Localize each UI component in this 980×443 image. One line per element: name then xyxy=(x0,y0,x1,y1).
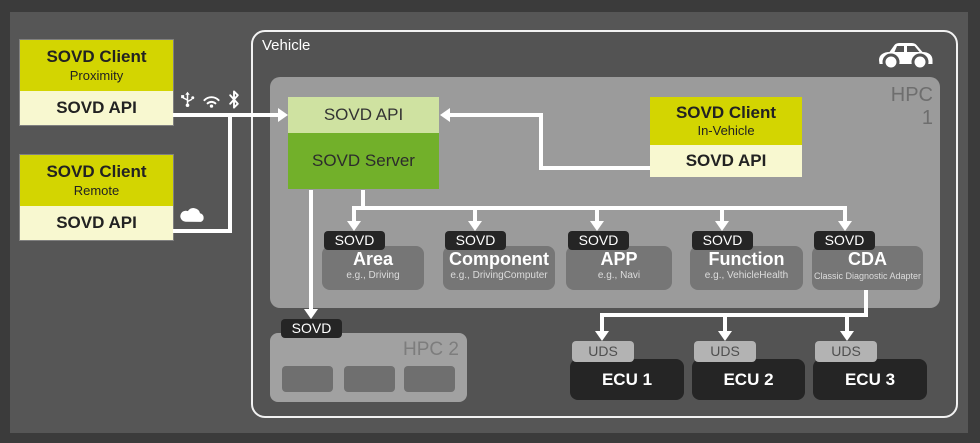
arrowhead xyxy=(838,221,852,231)
ecu-1-box: ECU 1 xyxy=(570,359,684,400)
wifi-icon xyxy=(202,93,221,114)
sovd-server-block: SOVD API SOVD Server xyxy=(288,97,439,189)
hpc1-label: HPC 1 xyxy=(890,84,933,129)
arrowhead xyxy=(347,221,361,231)
entity-subtitle: e.g., Navi xyxy=(597,270,641,281)
ecu-2-box: ECU 2 xyxy=(692,359,805,400)
client-subtitle: In-Vehicle xyxy=(697,123,755,138)
entity-subtitle: e.g., VehicleHealth xyxy=(704,270,789,281)
client-subtitle: Remote xyxy=(73,183,120,198)
entity-subtitle: e.g., DrivingComputer xyxy=(450,270,548,281)
connectivity-icons xyxy=(180,88,240,114)
connector-line xyxy=(720,208,724,222)
hpc2-module-slot xyxy=(404,366,455,392)
connector-line xyxy=(352,206,847,210)
entity-subtitle: Classic Diagnostic Adapter xyxy=(813,271,922,281)
uds-badge: UDS xyxy=(815,341,877,362)
sovd-entity-area: Area e.g., Driving xyxy=(322,246,424,290)
client-api-label: SOVD API xyxy=(650,145,802,177)
sovd-entity-app: APP e.g., Navi xyxy=(566,246,672,290)
sovd-badge: SOVD xyxy=(568,231,629,250)
connector-line xyxy=(450,113,543,117)
connector-line xyxy=(173,113,279,117)
connector-line xyxy=(309,190,313,310)
client-title: SOVD Client xyxy=(46,162,147,181)
sovd-api-layer: SOVD API xyxy=(288,97,439,133)
bluetooth-icon xyxy=(228,90,240,114)
sovd-server-layer: SOVD Server xyxy=(288,133,439,189)
usb-icon xyxy=(180,88,195,114)
entity-subtitle: e.g., Driving xyxy=(346,270,400,281)
connector-line xyxy=(361,190,365,210)
sovd-client-proximity: SOVD Client Proximity SOVD API xyxy=(20,40,173,125)
arrowhead xyxy=(715,221,729,231)
uds-badge: UDS xyxy=(572,341,634,362)
arrowhead xyxy=(595,331,609,341)
sovd-entity-component: Component e.g., DrivingComputer xyxy=(443,246,555,290)
arrowhead xyxy=(278,108,288,122)
vehicle-label: Vehicle xyxy=(262,37,311,54)
arrowhead xyxy=(440,108,450,122)
connector-line xyxy=(173,229,232,233)
arrowhead xyxy=(840,331,854,341)
hpc2-sovd-badge: SOVD xyxy=(281,319,342,338)
car-icon xyxy=(874,40,938,75)
connector-line xyxy=(843,208,847,222)
ecu-3-box: ECU 3 xyxy=(813,359,927,400)
sovd-badge: SOVD xyxy=(445,231,506,250)
entity-title: APP xyxy=(600,249,638,269)
uds-badge: UDS xyxy=(694,341,756,362)
sovd-client-in-vehicle: SOVD Client In-Vehicle SOVD API xyxy=(650,97,802,177)
arrowhead xyxy=(468,221,482,231)
client-api-label: SOVD API xyxy=(20,206,173,240)
client-subtitle: Proximity xyxy=(69,68,124,83)
hpc2-module-slot xyxy=(344,366,395,392)
entity-title: Function xyxy=(708,249,785,269)
client-api-label: SOVD API xyxy=(20,91,173,125)
connector-line xyxy=(473,208,477,222)
client-header: SOVD Client Remote xyxy=(20,155,173,206)
connector-line xyxy=(228,115,232,231)
client-title: SOVD Client xyxy=(46,47,147,66)
arrowhead xyxy=(590,221,604,231)
connector-line xyxy=(539,113,543,170)
connector-line xyxy=(845,317,849,331)
hpc2-label: HPC 2 xyxy=(403,339,459,360)
client-header: SOVD Client Proximity xyxy=(20,40,173,91)
connector-line xyxy=(352,208,356,222)
entity-title: CDA xyxy=(848,249,887,269)
connector-line xyxy=(723,317,727,331)
sovd-badge: SOVD xyxy=(692,231,753,250)
client-header: SOVD Client In-Vehicle xyxy=(650,97,802,145)
connector-line xyxy=(595,208,599,222)
client-title: SOVD Client xyxy=(675,103,777,122)
cloud-icon xyxy=(178,204,207,228)
sovd-entity-function: Function e.g., VehicleHealth xyxy=(690,246,803,290)
sovd-badge: SOVD xyxy=(324,231,385,250)
arrowhead xyxy=(304,309,318,319)
sovd-entity-cda: CDA Classic Diagnostic Adapter xyxy=(812,246,923,290)
arrowhead xyxy=(718,331,732,341)
connector-line xyxy=(539,166,650,170)
sovd-badge: SOVD xyxy=(814,231,875,250)
entity-title: Area xyxy=(352,249,394,269)
sovd-client-remote: SOVD Client Remote SOVD API xyxy=(20,155,173,240)
hpc2-module-slot xyxy=(282,366,333,392)
connector-line xyxy=(600,317,604,331)
entity-title: Component xyxy=(449,249,549,269)
connector-line xyxy=(600,313,868,317)
connector-line xyxy=(864,290,868,317)
